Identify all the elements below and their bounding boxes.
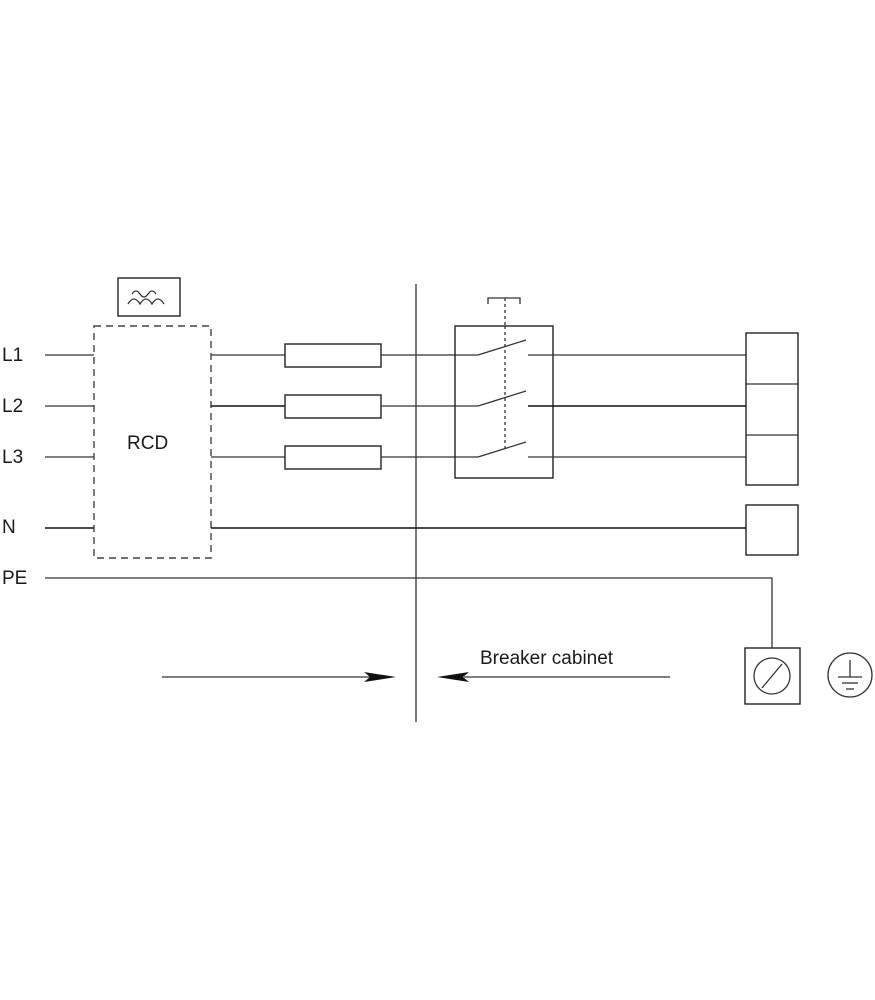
fuse-l1 bbox=[284, 343, 382, 368]
label-l2: L2 bbox=[2, 396, 23, 417]
label-l1: L1 bbox=[2, 345, 23, 366]
label-l3: L3 bbox=[2, 447, 23, 468]
cabinet-label: Breaker cabinet bbox=[480, 648, 614, 669]
rcd-box bbox=[93, 325, 212, 559]
ac-dc-waveform-icon bbox=[127, 290, 165, 306]
arrow-left bbox=[437, 672, 670, 682]
rcd-symbol bbox=[117, 277, 181, 317]
arrow-right bbox=[162, 672, 396, 682]
rcd-label: RCD bbox=[127, 433, 168, 454]
fuse-l3 bbox=[284, 445, 382, 470]
ground-symbol-icon bbox=[827, 652, 873, 698]
terminal-screw-icon bbox=[753, 657, 791, 695]
switch-contact-l2 bbox=[477, 390, 527, 407]
switch-contact-l3 bbox=[477, 441, 527, 458]
neutral-terminal bbox=[745, 504, 799, 556]
fuse-l2 bbox=[284, 394, 382, 419]
switch-box bbox=[454, 325, 554, 479]
rcd-symbol-frame bbox=[117, 277, 181, 317]
label-n: N bbox=[2, 517, 16, 538]
label-pe: PE bbox=[2, 568, 27, 589]
wire-pe bbox=[45, 577, 773, 648]
switch-contact-l1 bbox=[477, 339, 527, 356]
load-terminal-block bbox=[745, 332, 799, 486]
switch-handle bbox=[487, 297, 521, 448]
